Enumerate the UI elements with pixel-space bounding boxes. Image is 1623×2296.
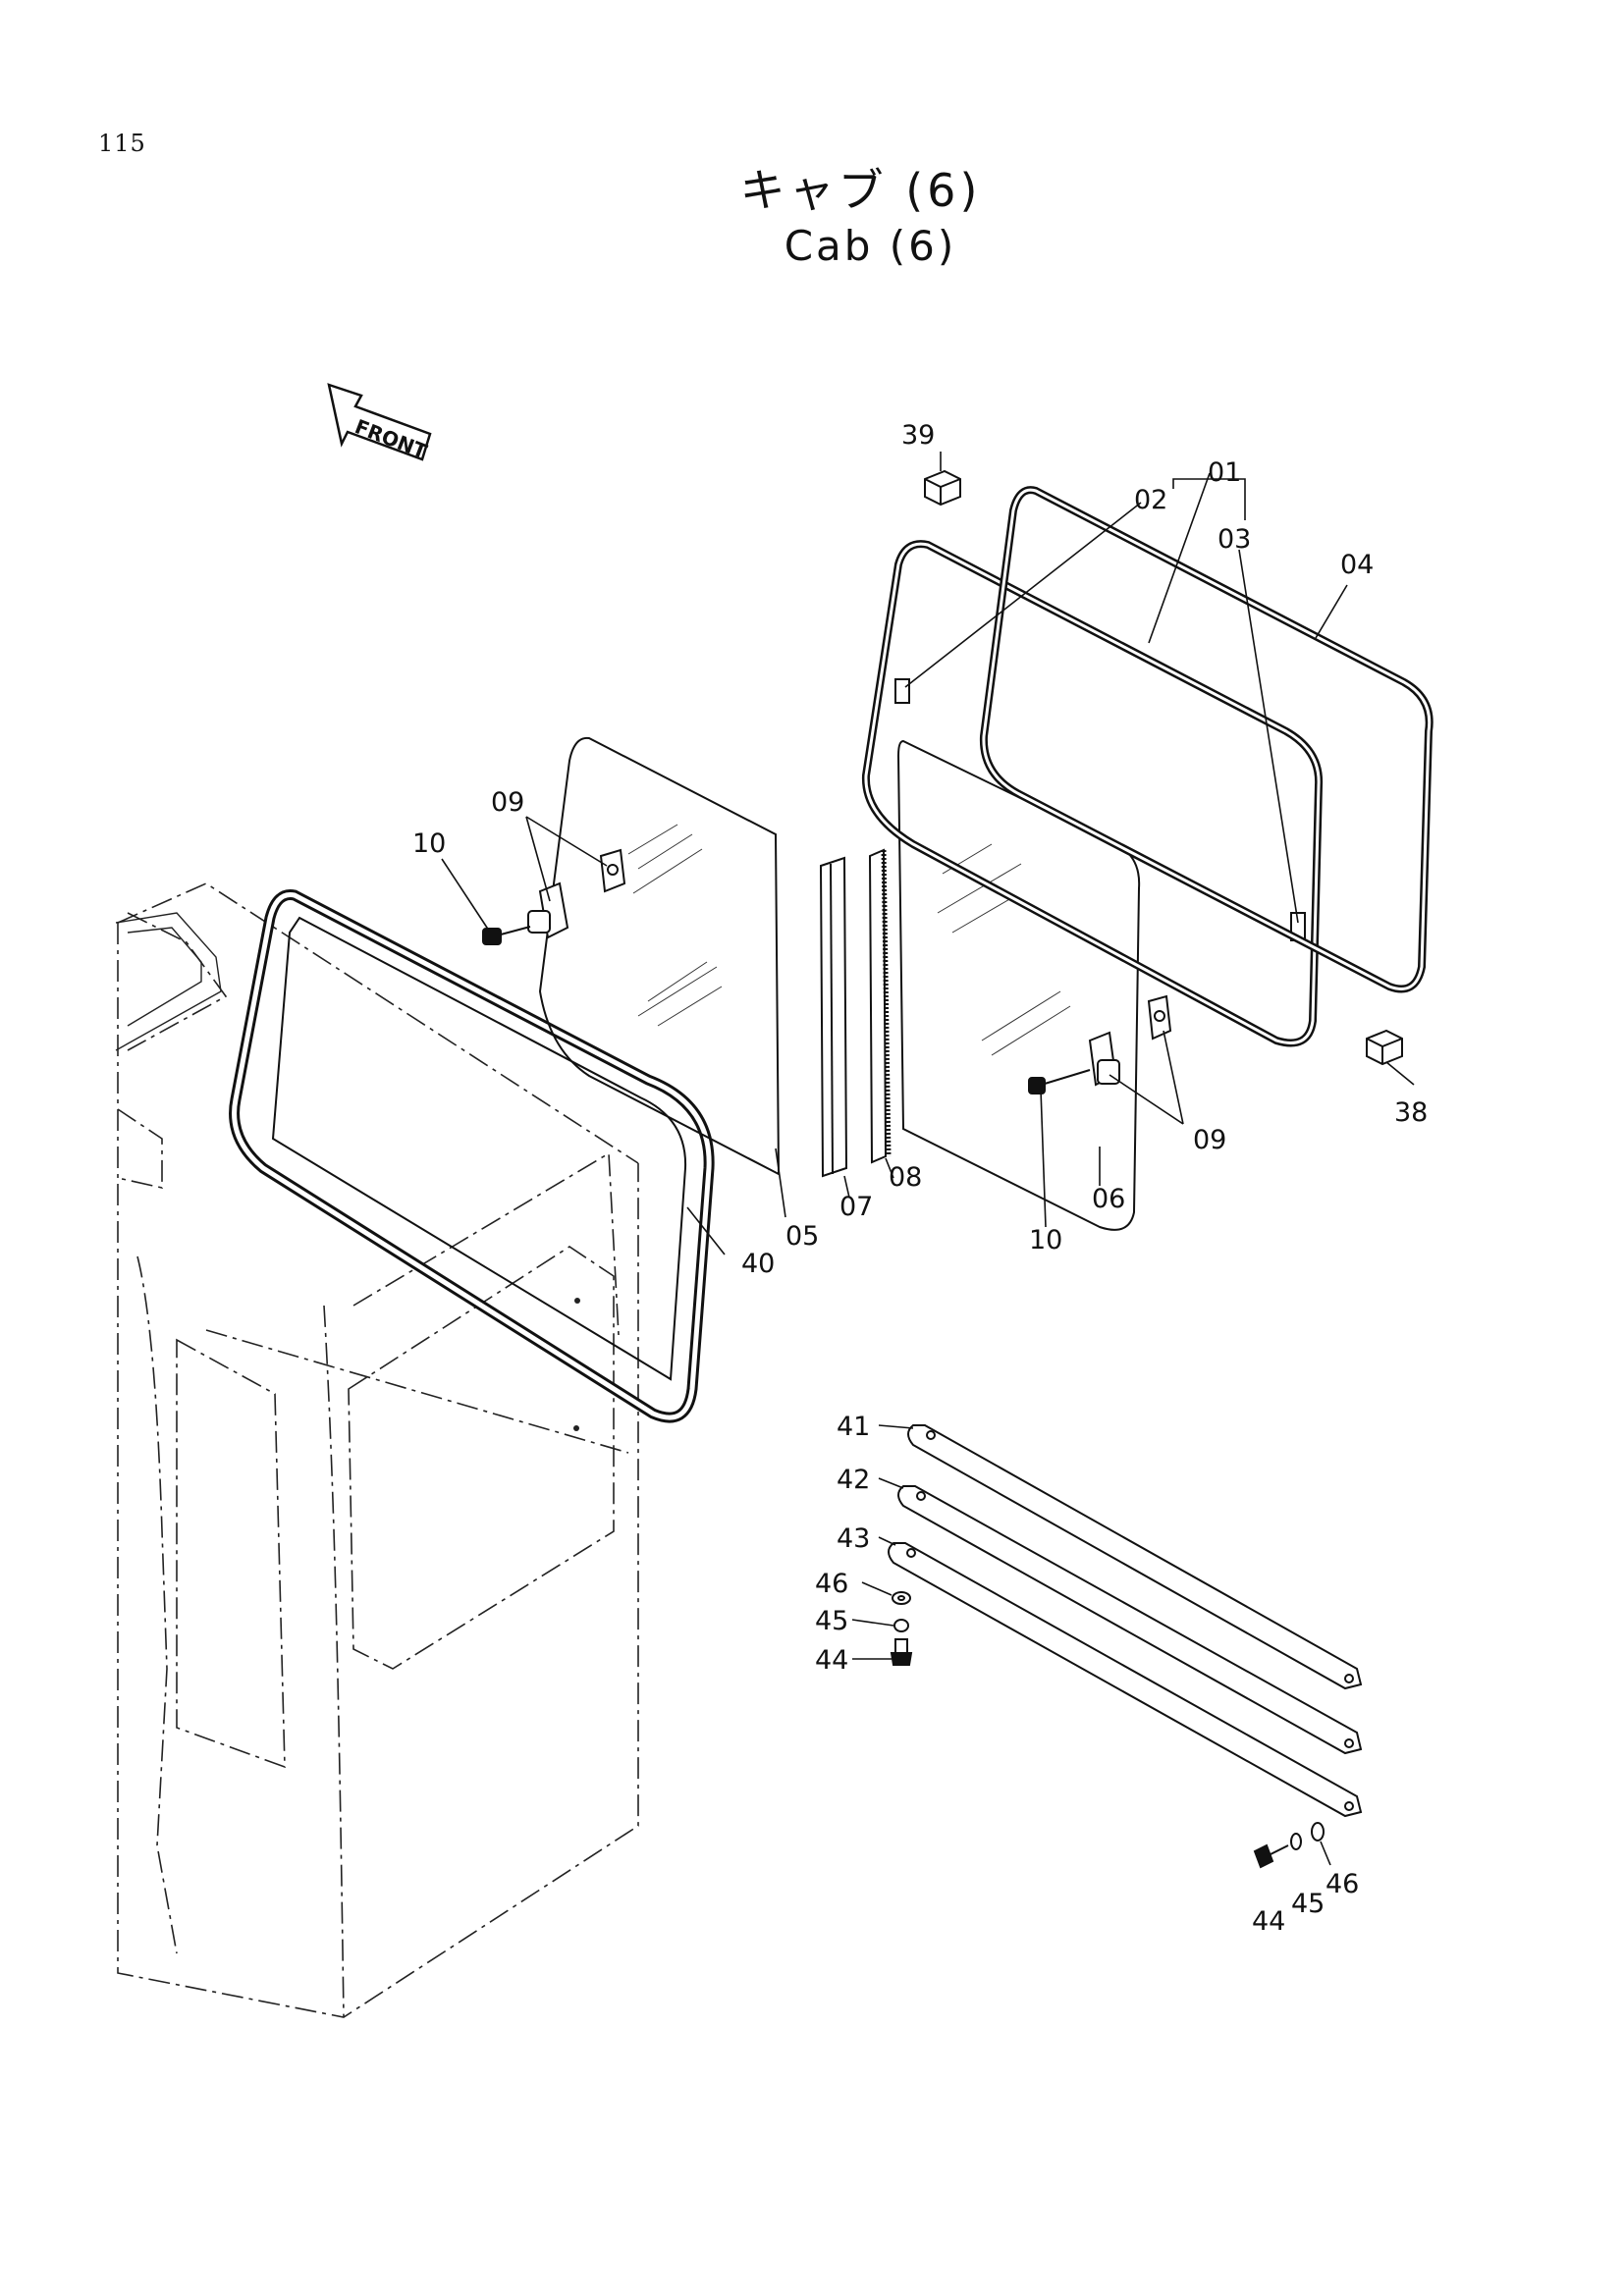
part-08-brush-strip <box>868 848 892 1164</box>
title-english: Cab (6) <box>784 222 957 270</box>
part-38-block <box>1366 1029 1403 1066</box>
part-41-stay <box>907 1424 1363 1690</box>
callout-44-right: 44 <box>1252 1906 1285 1937</box>
callout-03: 03 <box>1217 524 1251 555</box>
callout-05: 05 <box>785 1221 819 1252</box>
part-42-stay <box>897 1485 1363 1755</box>
part-44-bolt-right <box>1253 1843 1289 1869</box>
part-39-block <box>924 469 961 507</box>
title-japanese: キャブ (6) <box>739 164 982 217</box>
callout-02: 02 <box>1134 485 1167 515</box>
callout-10-left: 10 <box>412 828 446 859</box>
callout-40: 40 <box>741 1249 775 1279</box>
front-label: FRONT <box>352 414 430 463</box>
part-46-washer-right <box>1311 1822 1325 1842</box>
callout-46-right: 46 <box>1325 1869 1359 1899</box>
callout-45-right: 45 <box>1291 1889 1325 1919</box>
front-arrow-icon: FRONT <box>327 383 432 463</box>
callout-09-right: 09 <box>1193 1125 1226 1155</box>
part-01-window-sash <box>861 540 1324 1047</box>
part-43-stay <box>888 1542 1363 1818</box>
callout-01: 01 <box>1208 457 1241 488</box>
part-44-bolt-left <box>890 1638 913 1666</box>
callout-39: 39 <box>901 420 935 451</box>
callout-42: 42 <box>837 1465 870 1495</box>
part-07-channel <box>819 856 848 1178</box>
part-10-bolt-left <box>482 926 531 945</box>
callout-04: 04 <box>1340 550 1374 580</box>
callout-45-left: 45 <box>815 1606 848 1636</box>
callout-09-left: 09 <box>491 787 524 818</box>
callout-07: 07 <box>839 1192 873 1222</box>
callout-labels: 39 01 02 03 04 38 09 10 05 40 07 08 06 1… <box>412 420 1428 1937</box>
callout-44-left: 44 <box>815 1645 848 1676</box>
cab-body-outline <box>117 882 639 2018</box>
part-04-outer-frame <box>979 486 1434 993</box>
part-05-glass-pane <box>538 736 781 1176</box>
callout-08: 08 <box>889 1162 922 1193</box>
callout-46-left: 46 <box>815 1569 848 1599</box>
part-10-bolt-right <box>1028 1069 1091 1095</box>
callout-41: 41 <box>837 1412 870 1442</box>
callout-43: 43 <box>837 1523 870 1554</box>
part-46-washer-left <box>892 1591 911 1605</box>
part-45-spring-washer-left <box>893 1619 909 1632</box>
leader-lines <box>441 452 1415 1866</box>
part-06-sliding-glass <box>896 739 1141 1231</box>
part-45-spring-washer-right <box>1290 1833 1302 1850</box>
callout-38: 38 <box>1394 1097 1428 1128</box>
part-09-latch-right <box>1088 994 1172 1087</box>
part-40-window-seal <box>229 889 715 1423</box>
part-09-latch-left <box>527 848 626 939</box>
page-number: 115 <box>98 130 146 157</box>
callout-06: 06 <box>1092 1184 1125 1214</box>
callout-10-right: 10 <box>1029 1225 1062 1255</box>
cab-roof-outline <box>115 912 222 1051</box>
